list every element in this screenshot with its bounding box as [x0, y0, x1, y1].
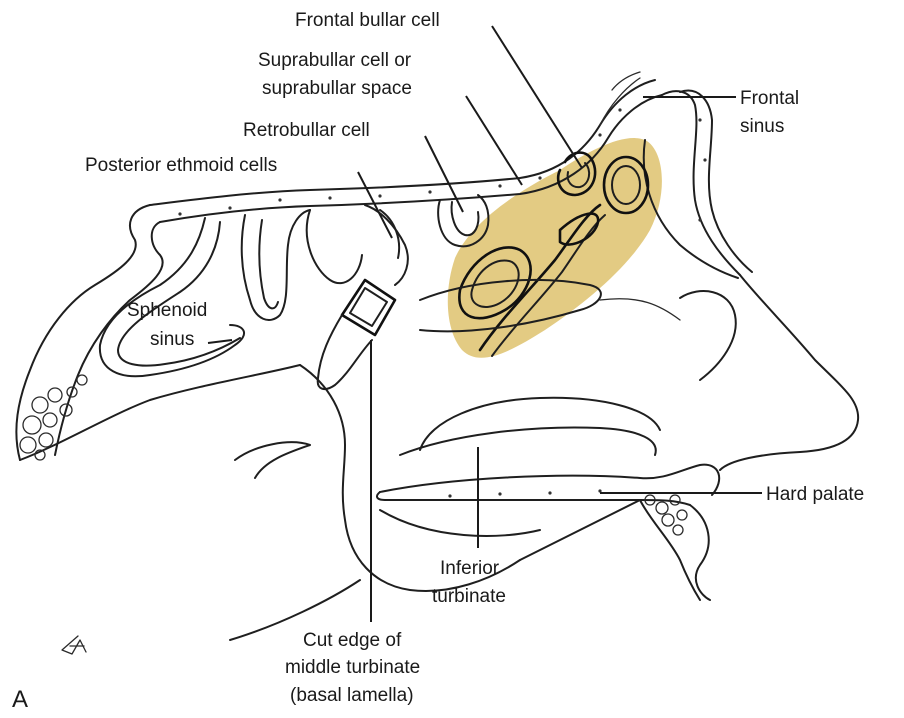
retrobullar-cell-shape — [438, 195, 488, 246]
panel-letter: A — [12, 686, 28, 713]
nasal-profile — [600, 275, 858, 470]
label-cut-edge-line1: Cut edge of — [303, 630, 402, 651]
inferior-turbinate-shape — [235, 398, 660, 478]
label-suprabullar-line2: suprabullar space — [262, 78, 412, 99]
label-frontal-sinus-line1: Frontal — [740, 88, 799, 109]
label-posterior-ethmoid-cells: Posterior ethmoid cells — [85, 155, 277, 176]
highlight-region — [448, 138, 662, 358]
label-frontal-bullar-cell: Frontal bullar cell — [295, 10, 440, 31]
label-suprabullar-line1: Suprabullar cell or — [258, 50, 412, 71]
posterior-ethmoid-cells — [242, 205, 408, 389]
signature-mark — [62, 636, 86, 654]
label-inferior-line2: turbinate — [432, 586, 506, 607]
leader-sphenoid — [208, 340, 232, 343]
label-sphenoid-line1: Sphenoid — [127, 300, 207, 321]
label-hard-palate: Hard palate — [766, 484, 864, 505]
label-sphenoid-line2: sinus — [150, 329, 194, 350]
leader-suprabullar — [466, 96, 522, 185]
label-inferior-line1: Inferior — [440, 558, 500, 579]
label-cut-edge-line2: middle turbinate — [285, 657, 420, 678]
label-retrobullar-cell: Retrobullar cell — [243, 120, 370, 141]
sphenoid-bone-cells — [20, 375, 87, 460]
hard-palate-shape — [377, 465, 719, 600]
leader-frontal-bullar — [492, 26, 582, 168]
label-cut-edge-line3: (basal lamella) — [290, 685, 414, 706]
label-frontal-sinus-line2: sinus — [740, 116, 784, 137]
